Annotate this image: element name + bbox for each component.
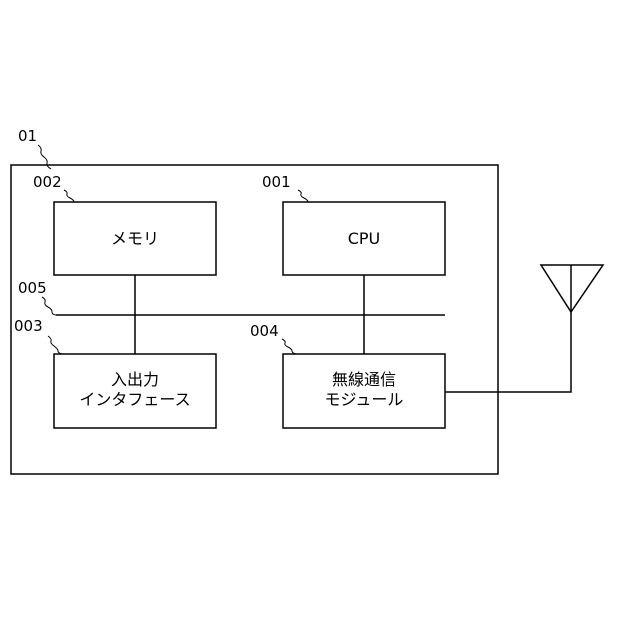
- ref-label-device: 01: [18, 127, 37, 145]
- ref-label-memory: 002: [33, 173, 62, 191]
- io-interface-label-line2: インタフェース: [79, 390, 190, 409]
- wireless-module-label-line2: モジュール: [325, 390, 404, 409]
- cpu-label: CPU: [348, 229, 381, 248]
- antenna-icon: [541, 265, 603, 312]
- wireless-module-label-line1: 無線通信: [332, 370, 396, 389]
- memory-label: メモリ: [111, 229, 159, 248]
- io-interface-label-line1: 入出力: [111, 370, 159, 389]
- ref-label-bus: 005: [18, 279, 47, 297]
- ref-label-cpu: 001: [262, 173, 291, 191]
- ref-label-io: 003: [14, 317, 43, 335]
- ref-label-wireless: 004: [250, 322, 279, 340]
